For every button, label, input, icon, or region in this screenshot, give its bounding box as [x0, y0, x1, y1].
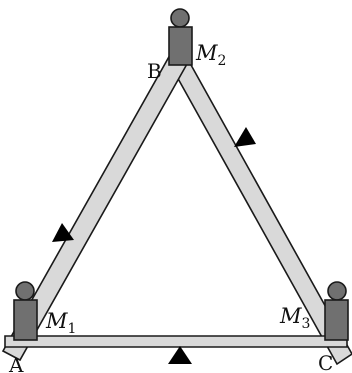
person-m3-body [324, 299, 349, 341]
person-label-m2: M2 [195, 41, 226, 69]
person-label-m2-sub: 2 [218, 53, 227, 69]
person-label-m1-sub: 1 [68, 321, 77, 337]
person-m1-body [13, 299, 38, 341]
person-label-m2-symbol: M [195, 41, 218, 65]
person-m3-head [327, 281, 347, 301]
person-label-m3: M3 [279, 304, 310, 332]
arrow-bc [234, 127, 256, 147]
person-m2-body [168, 26, 193, 66]
person-m1 [13, 281, 38, 341]
rail-ac [4, 335, 348, 348]
arrow-ac [168, 346, 192, 364]
person-m2-head [170, 8, 190, 28]
person-label-m3-sub: 3 [302, 316, 311, 332]
vertex-label-a: A [8, 353, 24, 373]
person-m2 [168, 8, 193, 66]
person-label-m1: M1 [45, 309, 76, 337]
vertex-label-c: C [318, 351, 333, 373]
vertex-label-b: B [147, 59, 162, 83]
person-label-m3-symbol: M [279, 304, 302, 328]
person-m3 [324, 281, 349, 341]
arrow-ab [52, 223, 74, 242]
person-m1-head [15, 281, 35, 301]
person-label-m1-symbol: M [45, 309, 68, 333]
